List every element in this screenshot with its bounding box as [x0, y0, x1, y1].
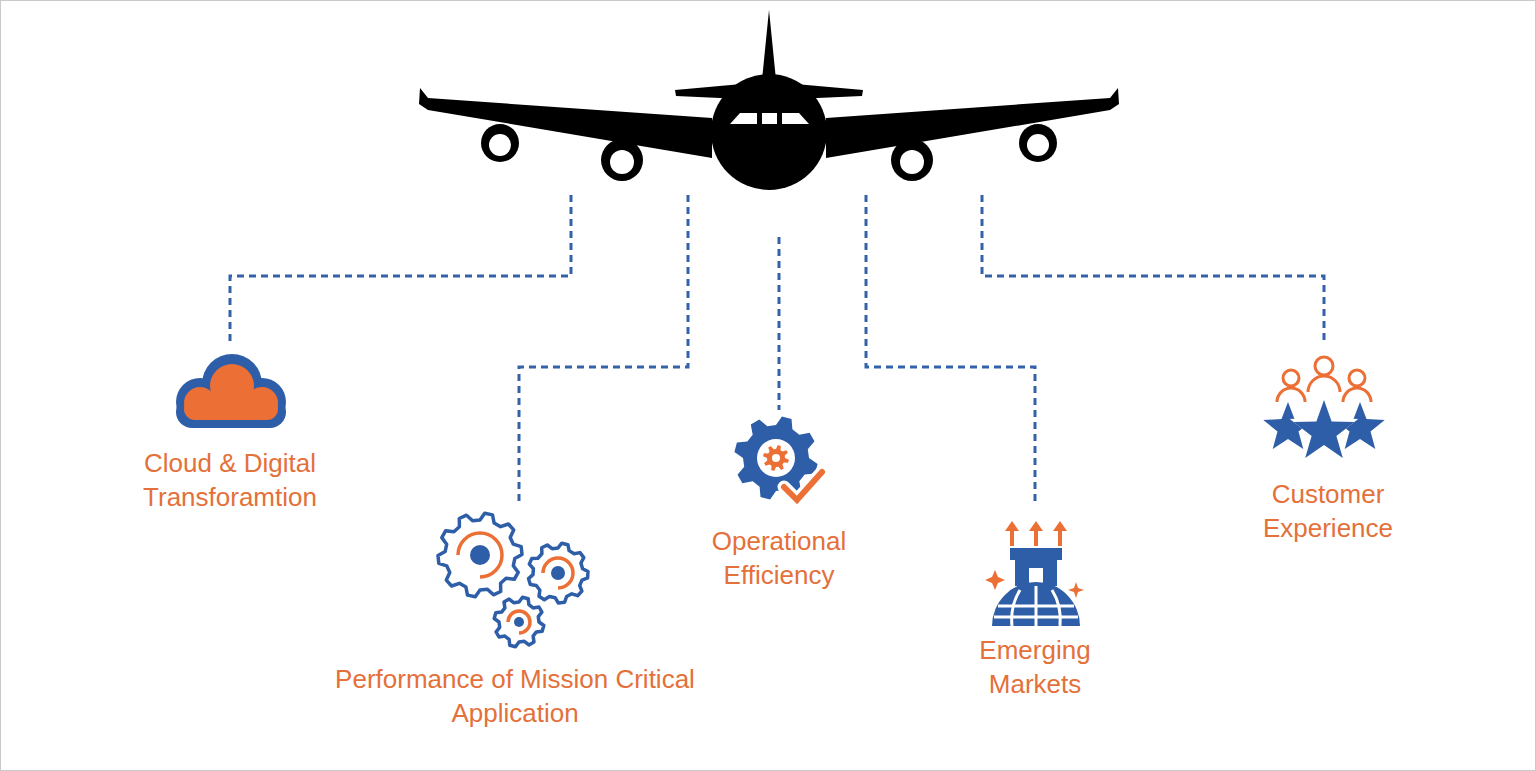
airplane	[419, 10, 1119, 190]
gears-icon	[438, 513, 588, 647]
gear-check-icon	[734, 416, 822, 500]
gear-arc	[508, 611, 530, 633]
leader-lines	[230, 195, 1324, 505]
category-label: Emerging Markets	[945, 633, 1125, 701]
airplane-details	[489, 113, 1049, 174]
engine	[1019, 124, 1057, 162]
gear-arc	[543, 558, 573, 588]
gear-hub	[470, 545, 490, 565]
customer-icon	[1263, 357, 1384, 459]
category-label: Performance of Mission Critical Applicat…	[335, 662, 695, 730]
gear-arc	[458, 533, 502, 577]
gear	[494, 597, 544, 647]
gear	[438, 513, 522, 596]
check-mark	[784, 472, 822, 500]
gear-hub	[551, 566, 565, 580]
left-wing	[419, 88, 712, 158]
gear	[529, 543, 589, 603]
market-icon	[985, 521, 1084, 626]
engine	[891, 139, 933, 181]
star-halo	[1290, 394, 1358, 459]
engine	[481, 124, 519, 162]
tail-fin	[762, 10, 776, 80]
category-label: Cloud & Digital Transforamtion	[110, 446, 350, 514]
small-gear	[763, 445, 789, 471]
right-wing	[826, 88, 1119, 158]
category-label: Customer Experience	[1223, 477, 1433, 545]
check-halo	[784, 472, 822, 500]
fuselage	[711, 74, 827, 190]
category-label: Operational Efficiency	[674, 524, 884, 592]
cloud-icon	[176, 354, 286, 428]
gear-hub	[514, 617, 524, 627]
engine	[601, 139, 643, 181]
gear-hole	[757, 439, 795, 477]
star	[1294, 400, 1355, 458]
gear-hole	[772, 454, 780, 462]
